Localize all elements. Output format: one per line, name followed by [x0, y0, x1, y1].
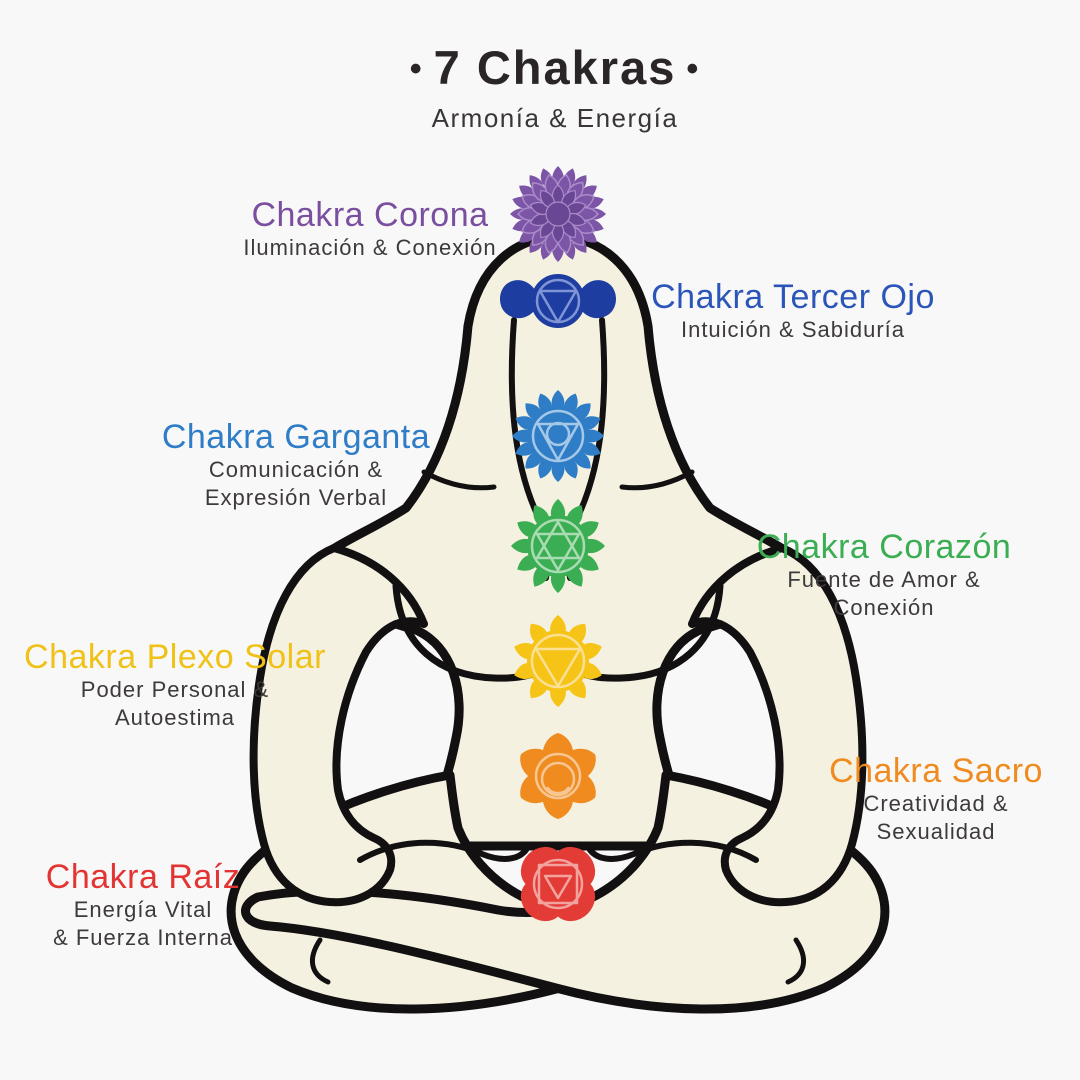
crown-chakra-symbol — [510, 166, 606, 262]
title-bullet-right: • — [686, 50, 701, 88]
throat-chakra-symbol — [512, 390, 604, 482]
title-text: 7 Chakras — [433, 41, 677, 94]
chakra-desc: Iluminación & Conexión — [243, 235, 497, 260]
chakra-name: Chakra Corona — [251, 196, 489, 234]
chakra-desc: Autoestima — [114, 705, 236, 730]
chakra-name: Chakra Corazón — [756, 528, 1012, 566]
chakra-desc: Conexión — [833, 595, 935, 620]
title-bullet-left: • — [409, 50, 424, 88]
figure-kneefold-left — [310, 937, 331, 985]
chakra-desc: Fuente de Amor & — [787, 567, 981, 592]
figure-hand-right — [587, 839, 759, 863]
figure-hand-left — [357, 839, 529, 863]
chakra-label-tercer-ojo: Chakra Tercer Ojo Intuición & Sabiduría — [651, 278, 935, 344]
chakra-name: Chakra Garganta — [161, 418, 431, 456]
chakra-desc: Creatividad & — [863, 791, 1009, 816]
chakra-label-corona: Chakra Corona Iluminación & Conexión — [243, 196, 496, 262]
chakra-name: Chakra Raíz — [45, 858, 241, 896]
chakra-label-corazon: Chakra Corazón Fuente de Amor & Conexión — [757, 528, 1012, 622]
sacral-chakra-symbol — [513, 733, 603, 819]
root-chakra-symbol — [520, 846, 596, 922]
figure-kneefold-right — [785, 937, 806, 985]
figure-arm-left — [249, 544, 428, 907]
figure-collarbone-right — [619, 469, 695, 491]
solar-plexus-chakra-symbol — [511, 615, 605, 707]
chakra-label-sacro: Chakra Sacro Creatividad & Sexualidad — [829, 752, 1043, 846]
page-title: •7 Chakras• — [400, 40, 711, 95]
chakra-name: Chakra Tercer Ojo — [651, 278, 935, 316]
page-subtitle: Armonía & Energía — [431, 103, 679, 133]
figure-arm-right — [688, 544, 867, 907]
third-eye-chakra-symbol — [499, 274, 617, 328]
chakra-desc: Poder Personal & — [80, 677, 270, 702]
chakra-label-plexo-solar: Chakra Plexo Solar Poder Personal & Auto… — [24, 638, 326, 732]
title-block: •7 Chakras• Armonía & Energía — [400, 40, 711, 134]
chakra-label-raiz: Chakra Raíz Energía Vital & Fuerza Inter… — [46, 858, 240, 952]
chakra-desc: Expresión Verbal — [204, 485, 388, 510]
chakra-name: Chakra Plexo Solar — [24, 638, 326, 676]
chakra-desc: Intuición & Sabiduría — [680, 317, 906, 342]
chakra-desc: Comunicación & — [208, 457, 384, 482]
chakra-desc: Energía Vital — [73, 897, 213, 922]
chakra-label-garganta: Chakra Garganta Comunicación & Expresión… — [162, 418, 430, 512]
chakra-desc: & Fuerza Interna — [53, 925, 233, 950]
heart-chakra-symbol — [511, 499, 605, 593]
chakra-name: Chakra Sacro — [829, 752, 1043, 790]
figure-collarbone-left — [421, 469, 497, 491]
chakra-desc: Sexualidad — [876, 819, 996, 844]
